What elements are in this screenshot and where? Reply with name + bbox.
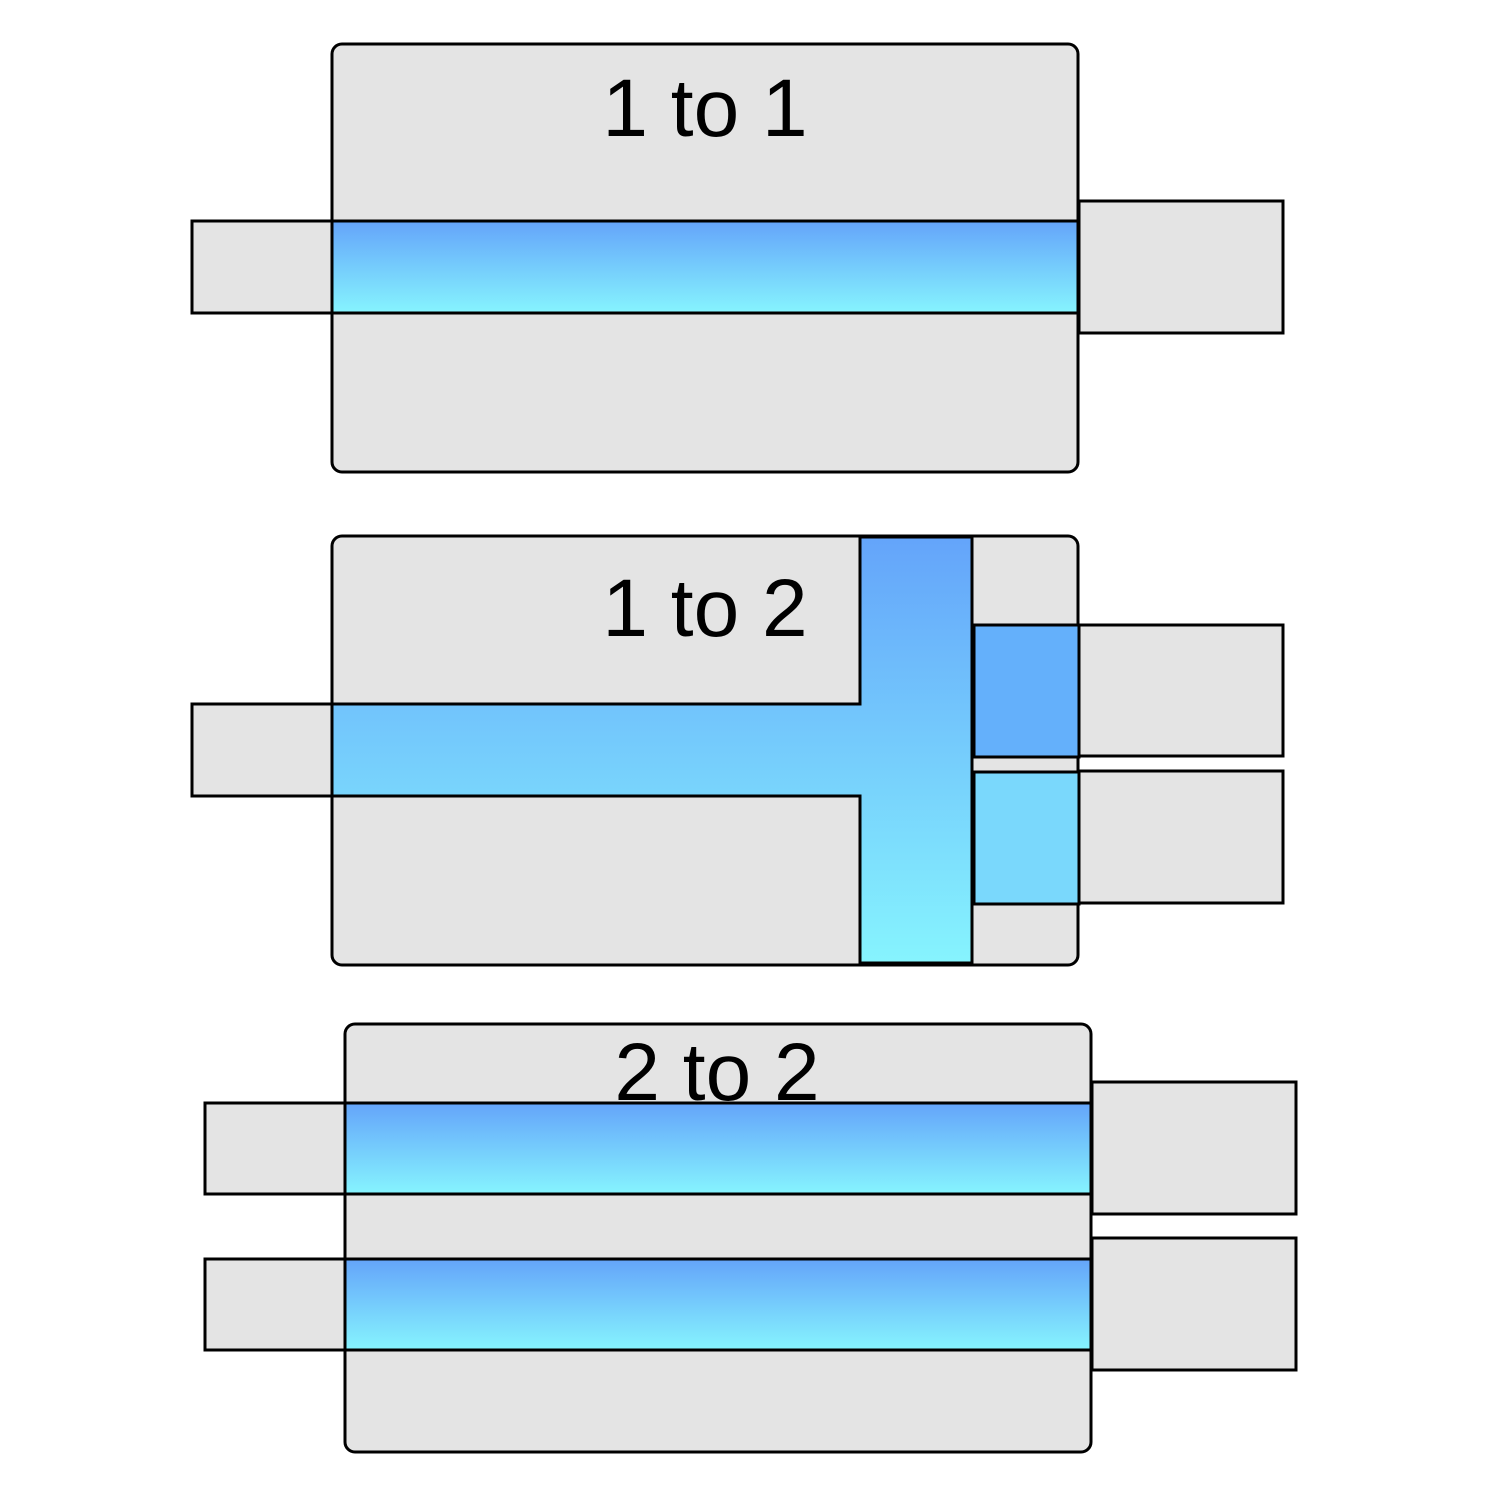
input-port — [190, 702, 334, 798]
diagram-2-to-2: 2 to 2 — [203, 1022, 1298, 1454]
branch-channel-lower — [972, 770, 1081, 906]
diagram-1-to-1: 1 to 1 — [190, 42, 1285, 474]
waveguide-channel-upper — [343, 1101, 1093, 1196]
output-port — [1077, 199, 1285, 335]
diagram-title: 1 to 1 — [602, 63, 807, 154]
output-port-lower — [1090, 1236, 1298, 1372]
diagram-title: 1 to 2 — [602, 563, 807, 654]
waveguide-channel — [330, 219, 1080, 315]
input-port-lower — [203, 1257, 347, 1352]
waveguide-channel-lower — [343, 1257, 1093, 1352]
output-port-lower — [1077, 769, 1285, 905]
t-junction-channel — [330, 535, 974, 965]
output-port-upper — [1090, 1080, 1298, 1216]
input-port — [190, 219, 334, 315]
output-port-upper — [1077, 623, 1285, 758]
branch-channel-upper — [972, 623, 1081, 759]
diagram-title: 2 to 2 — [614, 1027, 819, 1118]
diagram-1-to-2: 1 to 2 — [190, 534, 1285, 967]
input-port-upper — [203, 1101, 347, 1196]
